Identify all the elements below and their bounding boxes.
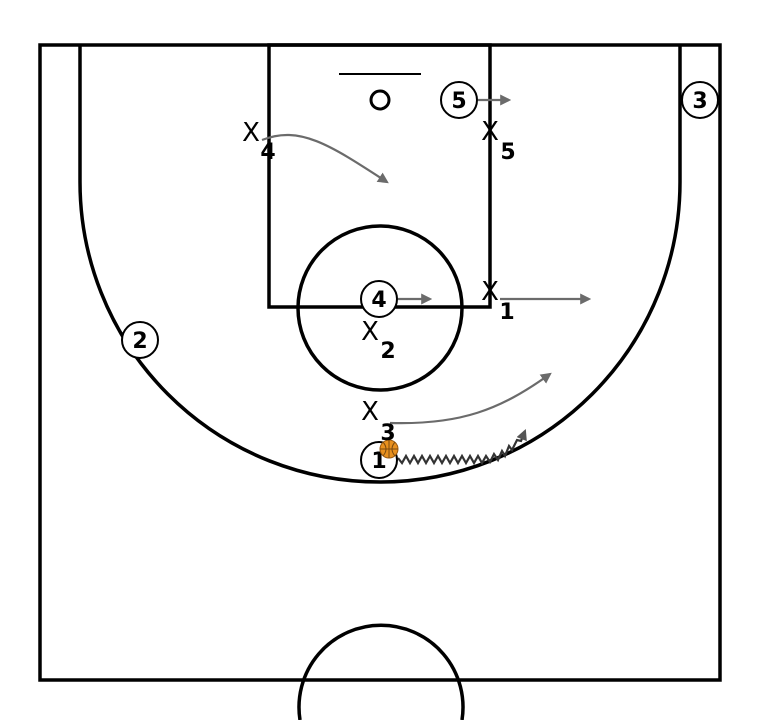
offensive-player-4: 4 [360, 280, 398, 318]
defender-number: 5 [500, 140, 515, 165]
defender-number: 2 [380, 339, 395, 364]
offensive-player-label: 3 [692, 89, 707, 114]
defender-mark: X [242, 118, 260, 148]
dribble-path [397, 428, 527, 466]
offensive-player-label: 2 [132, 329, 147, 354]
x3-movement-arrow [389, 372, 552, 425]
defender-x5: X 5 [481, 117, 516, 165]
defender-number: 4 [260, 140, 275, 165]
defender-number: 3 [380, 421, 395, 446]
offensive-player-label: 5 [451, 89, 466, 114]
offensive-player-5: 5 [440, 81, 478, 119]
defender-x4: X 4 [242, 118, 276, 165]
rim [369, 89, 391, 111]
free-throw-circle [296, 224, 464, 392]
offensive-player-2: 2 [121, 321, 159, 359]
defender-number: 1 [499, 300, 514, 325]
defender-x2: X 2 [361, 317, 396, 364]
basketball-icon [379, 439, 399, 459]
defender-mark: X [481, 277, 499, 307]
defender-mark: X [481, 117, 499, 147]
defender-x3: X 3 [361, 397, 396, 446]
defender-mark: X [361, 397, 379, 427]
defender-x1: X 1 [481, 277, 515, 325]
x4-movement-arrow [261, 133, 389, 184]
offensive-player-3: 3 [681, 81, 719, 119]
center-circle [297, 623, 465, 720]
defender-mark: X [361, 317, 379, 347]
offensive-player-label: 4 [371, 288, 386, 313]
three-point-line [78, 45, 682, 484]
